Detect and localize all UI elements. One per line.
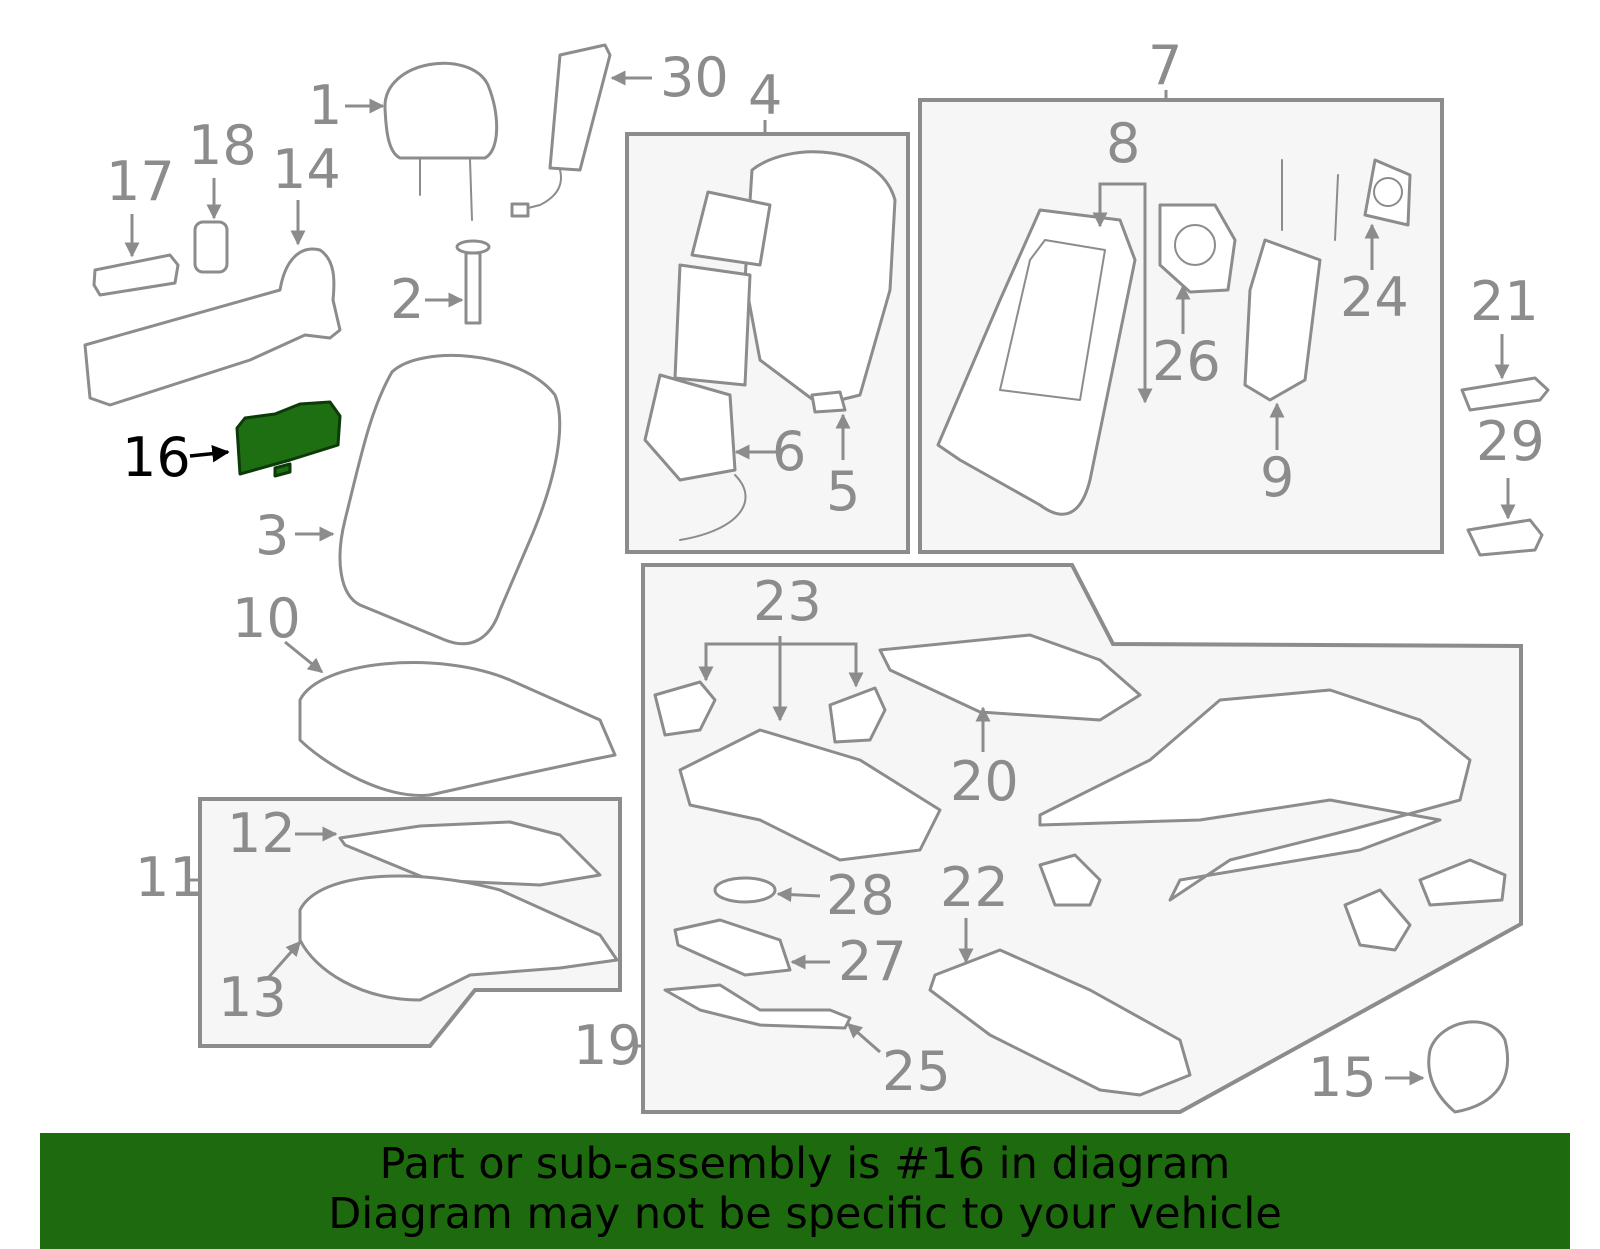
callout-17: 17 (106, 150, 175, 213)
seatback-frame-part (936, 208, 1137, 516)
callout-10: 10 (232, 587, 301, 650)
callout-7: 7 (1148, 34, 1182, 97)
heater-wire-part (679, 474, 747, 541)
side-airbag-part (510, 43, 612, 218)
seat-spring-part (878, 633, 1142, 722)
cushion-frame-part (678, 728, 942, 862)
bushing-part (713, 876, 777, 904)
callout-12: 12 (227, 802, 296, 865)
switch-knob-part (193, 220, 229, 274)
cushion-sheet-part (338, 820, 602, 887)
knob-cover-part (92, 253, 180, 297)
callout-18: 18 (188, 114, 257, 177)
callout-30: 30 (660, 46, 729, 109)
height-motor-part (1418, 858, 1507, 907)
callout-9: 9 (1260, 446, 1294, 509)
backrest-heater-part (643, 373, 737, 482)
callout-8: 8 (1106, 112, 1140, 175)
lumbar-motor-part (1158, 203, 1237, 294)
callout-23: 23 (753, 570, 822, 633)
seat-cushion-cover-part (298, 661, 617, 797)
recline-motor-part (1343, 888, 1412, 952)
backrest-lower-panel-part (673, 263, 752, 387)
headrest-part (383, 61, 499, 221)
callout-19: 19 (573, 1014, 642, 1077)
cushion-pad-part (298, 874, 619, 1002)
callout-28: 28 (826, 864, 895, 927)
lumbar-support-part (1243, 238, 1322, 402)
callout-29: 29 (1476, 410, 1545, 473)
callout-14: 14 (272, 138, 341, 201)
callout-22: 22 (940, 856, 1009, 919)
footer-line-1: Part or sub-assembly is #16 in diagram (379, 1139, 1231, 1189)
trim-bracket-right-part (828, 686, 887, 744)
clip-part (810, 390, 847, 414)
footer-line-2: Diagram may not be specific to your vehi… (328, 1189, 1282, 1239)
trim-bracket-left-part (653, 680, 717, 737)
callout-16: 16 (122, 426, 191, 489)
callout-4: 4 (748, 64, 782, 127)
motor-bracket-part (1363, 158, 1412, 227)
callout-11: 11 (135, 846, 204, 909)
backrest-panel-part (690, 190, 772, 267)
callout-3: 3 (255, 504, 289, 567)
slide-motor-part (1038, 853, 1102, 907)
sensor-harness-part (663, 983, 852, 1030)
airbag-sensor-part (673, 918, 792, 977)
callout-13: 13 (218, 966, 287, 1029)
power-seat-switch-highlighted-part (235, 400, 342, 478)
callout-25: 25 (882, 1040, 951, 1103)
callout-1: 1 (308, 74, 342, 137)
trim-cover-part (1460, 376, 1550, 412)
leader-lines (124, 70, 1516, 1086)
callout-26: 26 (1152, 330, 1221, 393)
callout-2: 2 (390, 268, 424, 331)
headrest-guide-part (455, 239, 491, 325)
callout-21: 21 (1470, 270, 1539, 333)
backrest-pad-part (743, 150, 897, 407)
callout-27: 27 (838, 930, 907, 993)
reclining-cover-part (1427, 1020, 1510, 1114)
seatback-cover-part (338, 353, 562, 646)
callout-6: 6 (772, 420, 806, 483)
seat-cover-tray-part (928, 948, 1192, 1097)
callout-15: 15 (1308, 1046, 1377, 1109)
callout-24: 24 (1340, 266, 1409, 329)
callout-5: 5 (826, 460, 860, 523)
end-cap-part (1466, 518, 1544, 557)
callout-20: 20 (950, 750, 1019, 813)
footer-banner: Part or sub-assembly is #16 in diagram D… (40, 1133, 1570, 1249)
side-cover-part (83, 247, 342, 407)
seat-adjuster-part (1038, 688, 1472, 902)
